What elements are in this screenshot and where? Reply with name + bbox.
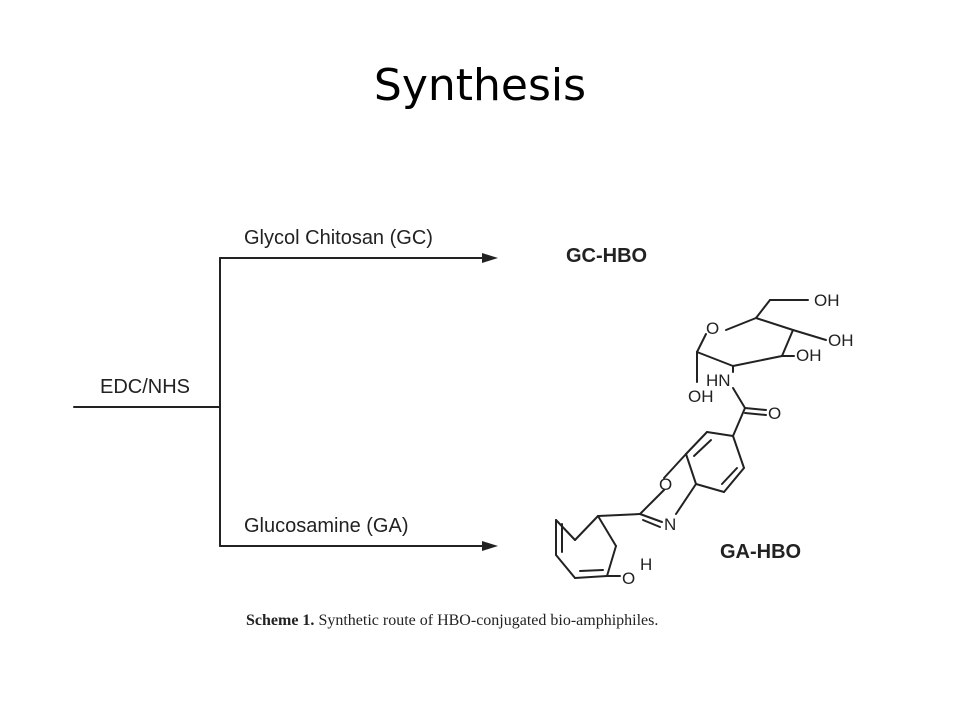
caption-text: Synthetic route of HBO-conjugated bio-am… — [318, 612, 659, 629]
upper-reagent-label: Glycol Chitosan (GC) — [244, 227, 433, 249]
atom-hn: HN — [706, 371, 731, 390]
lower-reagent-label: Glucosamine (GA) — [244, 515, 409, 537]
atom-phenol-h: H — [640, 555, 652, 574]
atom-oh-3: OH — [796, 346, 822, 365]
lower-product-label: GA-HBO — [720, 541, 801, 563]
atom-phenol-o: O — [622, 569, 635, 588]
ga-hbo-structure — [555, 299, 827, 579]
atom-oh-2: OH — [828, 331, 854, 350]
reagent-edc-nhs: EDC/NHS — [100, 376, 190, 398]
atom-carbonyl-o: O — [768, 404, 781, 423]
atom-oh-1: OH — [814, 291, 840, 310]
scheme-caption: Scheme 1. Synthetic route of HBO-conjuga… — [246, 612, 658, 630]
slide-title: Synthesis — [373, 60, 587, 111]
atom-oh-4: OH — [688, 387, 714, 406]
atom-oxazole-o: O — [659, 475, 672, 494]
atom-oxazole-n: N — [664, 515, 676, 534]
upper-product-label: GC-HBO — [566, 245, 647, 267]
atom-ring-o: O — [706, 319, 719, 338]
caption-label: Scheme 1. — [246, 612, 315, 629]
lower-arrowhead — [482, 541, 498, 551]
upper-arrowhead — [482, 253, 498, 263]
